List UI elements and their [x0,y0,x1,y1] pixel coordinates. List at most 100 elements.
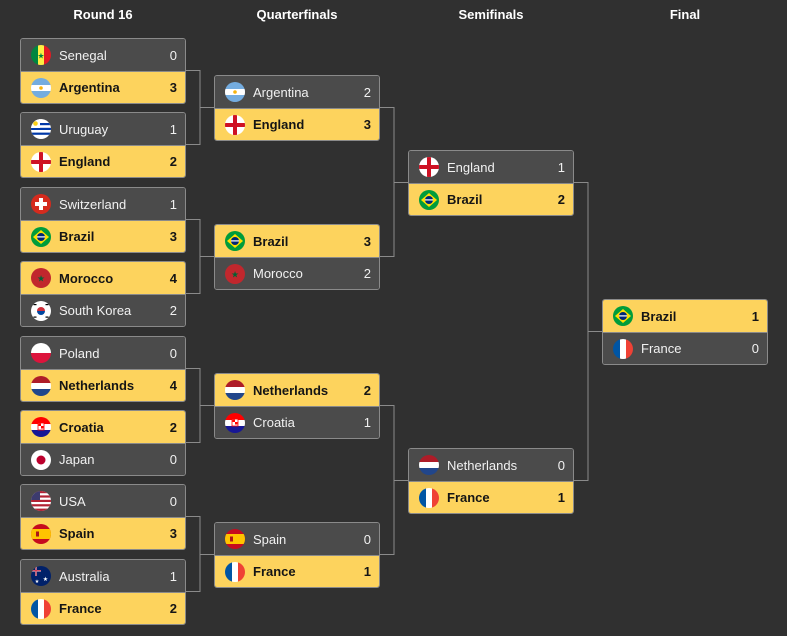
france-flag-icon [225,561,245,582]
team-score: 1 [169,196,177,212]
team-score: 1 [363,564,371,579]
svg-text:★: ★ [37,274,45,284]
netherlands-flag-icon [31,375,51,396]
team-name: France [253,564,296,579]
team-name: Brazil [253,233,289,249]
team-name: Uruguay [59,121,109,137]
brazil-flag-icon [613,306,633,326]
team-score: 1 [169,121,177,137]
team-name: Brazil [447,192,483,207]
team-name: France [59,601,102,616]
team-name: France [447,490,490,505]
team-row[interactable]: Brazil 1 [603,300,767,332]
team-row[interactable]: Uruguay 1 [21,113,185,145]
round-header-semifinals: Semifinals [458,7,524,22]
round-header-quarterfinals: Quarterfinals [256,7,338,22]
brazil-flag-icon [419,189,439,210]
team-name: South Korea [59,303,132,318]
netherlands-flag-icon [419,455,439,475]
connector-line-9 [380,107,395,257]
round-header-round-16: Round 16 [73,7,133,22]
team-name: Croatia [253,415,295,430]
connector-line-5 [186,368,201,443]
france-flag-icon [613,338,633,359]
france-flag-icon [31,598,51,619]
switzerland-flag-icon [31,194,51,214]
connector-line-3 [186,219,201,294]
team-score: 0 [557,457,565,473]
svg-text:★: ★ [231,269,239,279]
spain-flag-icon [31,523,51,544]
argentina-flag-icon [31,77,51,98]
team-name: Morocco [253,266,303,281]
team-row[interactable]: France 1 [215,555,379,587]
team-name: England [253,117,305,132]
croatia-flag-icon [31,417,51,437]
team-score: 1 [751,308,759,324]
team-row[interactable]: ★ Morocco 2 [215,257,379,289]
team-score: 0 [363,531,371,547]
team-row[interactable]: Argentina 3 [21,71,185,103]
team-score: 2 [169,303,177,318]
england-flag-icon [31,151,51,172]
svg-text:★: ★ [37,52,44,61]
morocco-flag-icon: ★ [31,268,51,288]
team-score: 2 [363,382,371,398]
team-score: 3 [169,80,177,95]
team-score: 1 [557,159,565,175]
team-name: Argentina [59,80,120,95]
team-score: 4 [169,270,177,286]
team-name: Brazil [641,308,677,324]
netherlands-flag-icon [225,380,245,400]
team-row[interactable]: South Korea 2 [21,294,185,326]
team-score: 3 [169,229,177,244]
team-score: 0 [169,452,177,467]
connector-line-1 [186,70,201,145]
argentina-flag-icon [225,82,245,102]
south-korea-flag-icon [31,300,51,321]
team-row[interactable]: England 1 [409,151,573,183]
team-name: England [447,159,495,175]
team-score: 2 [363,266,371,281]
team-name: Senegal [59,47,107,63]
morocco-flag-icon: ★ [225,263,245,284]
uruguay-flag-icon [31,119,51,139]
connector-line-7 [186,516,201,592]
team-name: France [641,341,682,356]
usa-flag-icon [31,491,51,511]
